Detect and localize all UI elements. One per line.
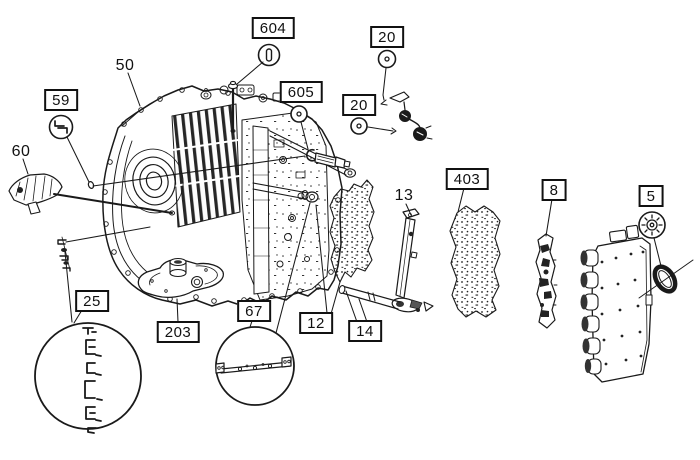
gear-seal-icon <box>641 214 663 236</box>
actuator-rod-art <box>338 285 401 310</box>
callout-20-lower: 20 <box>342 94 376 116</box>
callout-8: 8 <box>541 179 567 201</box>
retainer-pin-art <box>87 181 95 189</box>
callout-20-upper: 20 <box>370 26 404 48</box>
callout-59: 59 <box>44 89 78 111</box>
pressure-switch-art <box>306 148 351 169</box>
washer-end-icon <box>296 111 302 117</box>
callout-605: 605 <box>279 81 323 103</box>
magnifier-circle-25 <box>34 322 142 434</box>
clip-detail-glyphs <box>82 327 103 434</box>
icon-605 <box>290 105 308 123</box>
magnifier-circle-67 <box>215 326 295 406</box>
spacer-plate-art <box>329 179 375 283</box>
callout-60: 60 <box>11 143 31 160</box>
park-bracket-art <box>8 173 175 216</box>
icon-604 <box>257 43 281 67</box>
washer-end-icon <box>356 123 362 129</box>
rail-detail-art <box>215 356 292 374</box>
icon-20b <box>350 117 368 135</box>
oil-filter-art <box>137 257 225 298</box>
seal-ring-art <box>638 259 694 299</box>
icon-20a <box>377 49 397 69</box>
callout-67: 67 <box>237 300 271 322</box>
callout-25: 25 <box>75 290 109 312</box>
callout-604: 604 <box>251 17 295 39</box>
harness-clips-art <box>389 91 433 141</box>
callout-12: 12 <box>299 312 333 334</box>
transmission-case-art <box>102 84 357 307</box>
leader-lines <box>22 61 662 334</box>
callout-50: 50 <box>115 57 135 74</box>
solenoid-body-art <box>580 224 653 383</box>
callout-13: 13 <box>394 187 414 204</box>
channel-plate-art <box>535 233 558 329</box>
callout-203: 203 <box>156 321 200 343</box>
icon-5 <box>638 211 666 239</box>
valve-body-plate-art <box>449 205 501 318</box>
bolt-end-icon <box>265 48 273 62</box>
detent-lever-art <box>391 208 434 313</box>
case-bolt-art <box>227 80 239 133</box>
solenoid-coils-art <box>580 249 602 375</box>
callout-14: 14 <box>348 320 382 342</box>
icon-59 <box>48 114 74 140</box>
washer-end-icon <box>384 56 390 62</box>
callout-5: 5 <box>638 185 664 207</box>
retaining-clip-icon <box>54 120 68 134</box>
callout-403: 403 <box>445 168 489 190</box>
